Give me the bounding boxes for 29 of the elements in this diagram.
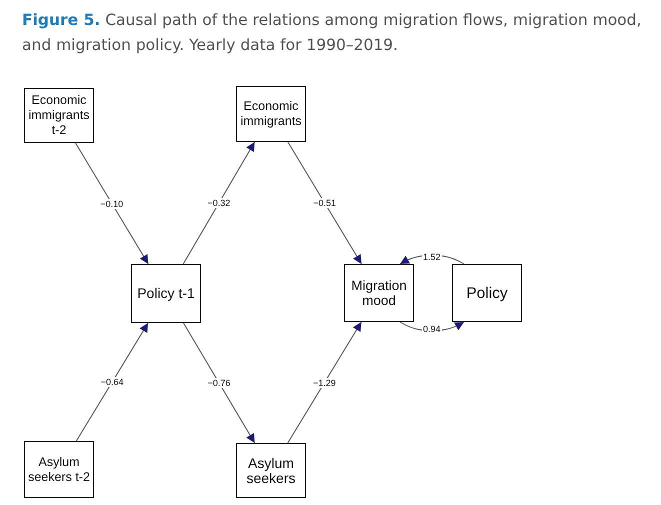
variable-box — [452, 264, 522, 322]
variable-box — [24, 441, 94, 498]
variable-box — [131, 264, 201, 323]
path-coefficient: −0.76 — [206, 378, 232, 388]
path-coefficient: −0.51 — [312, 198, 337, 208]
variable-box — [236, 443, 306, 498]
node-label: Asylum seekers — [245, 456, 297, 486]
node-label: Policy t-1 — [137, 286, 195, 301]
node-label: Migration mood — [350, 278, 408, 308]
path-coefficient: −0.64 — [100, 377, 124, 387]
path-coefficient: −0.32 — [206, 198, 232, 208]
path-coefficient: −1.29 — [312, 378, 337, 388]
path-arrow — [76, 322, 149, 442]
figure-caption: Figure 5. Causal path of the relations among migration flows, migration mood, and migration policy. Yearly data for 1990–2019. — [22, 10, 642, 56]
node-label: Economic immigrants t-2 — [27, 93, 91, 138]
path-arrow — [182, 142, 256, 264]
node-label: Economic immigrants — [239, 99, 303, 129]
path-coefficient: 1.52 — [422, 252, 442, 262]
path-arrow — [287, 322, 362, 444]
path-arrow — [400, 254, 464, 264]
path-coefficient: −0.10 — [99, 198, 124, 208]
variable-box — [236, 86, 306, 142]
node-label: Policy — [466, 286, 508, 300]
path-arrow — [287, 142, 362, 264]
path-arrow — [75, 142, 149, 264]
path-arrow — [183, 322, 256, 444]
variable-box — [344, 264, 414, 322]
path-coefficient: 0.94 — [422, 324, 442, 334]
node-label: Asylum seekers t-2 — [27, 454, 91, 484]
